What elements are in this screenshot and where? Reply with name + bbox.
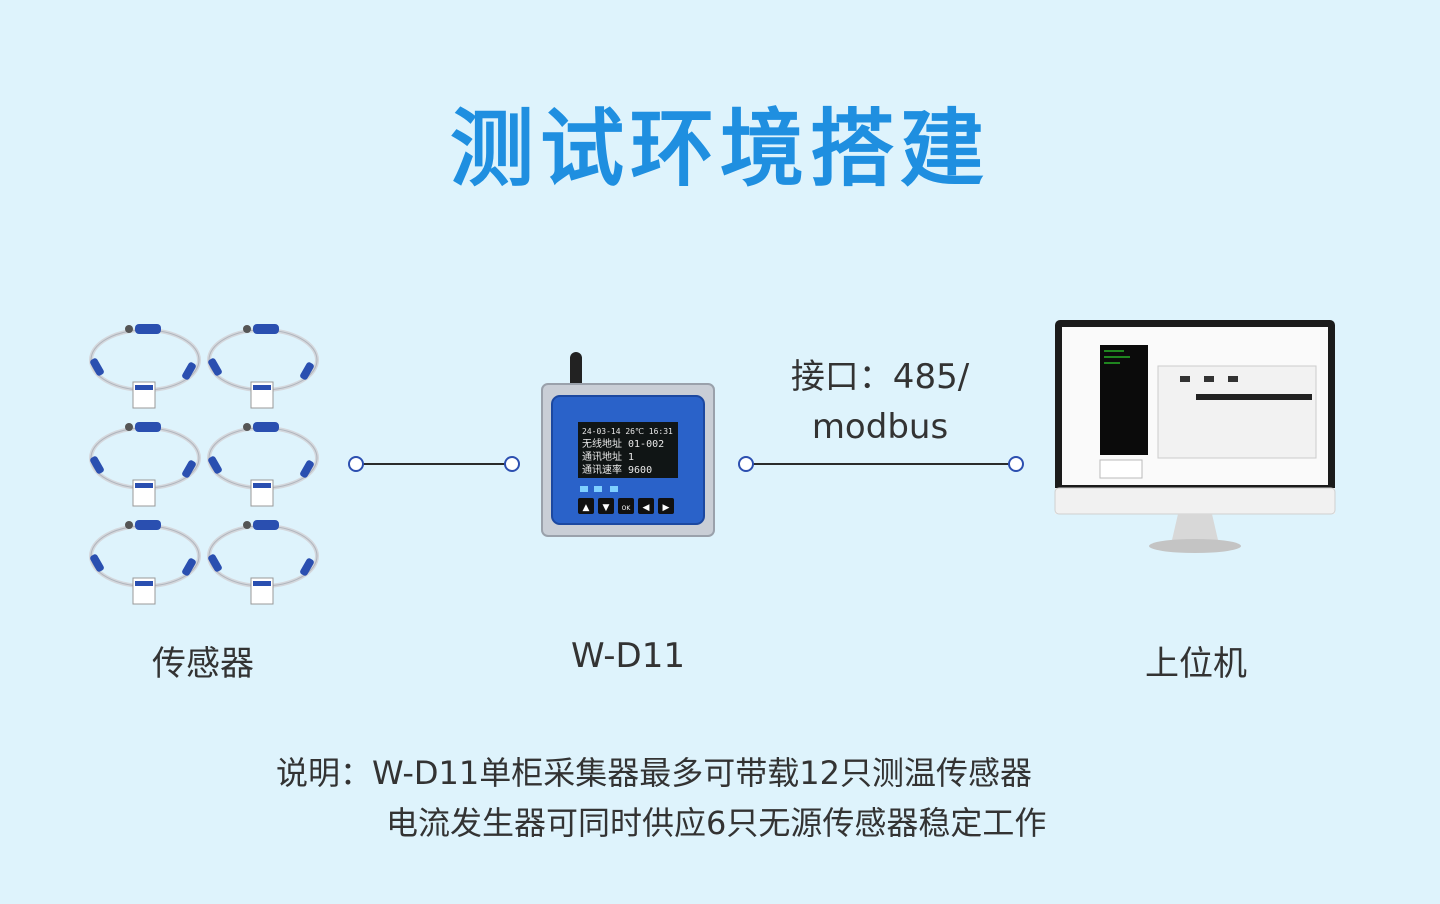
screen-line-1: 无线地址 01-002 [582, 437, 664, 450]
antenna-icon [570, 352, 582, 392]
svg-text:▶: ▶ [663, 503, 670, 513]
device-button-row: ▲ ▼ OK ◀ ▶ [578, 498, 674, 514]
sensor-group [89, 324, 319, 605]
sensor-icon [207, 324, 319, 409]
sensor-label: 传感器 [152, 644, 254, 684]
description-note: 说明：W-D11单柜采集器最多可带载12只测温传感器 电流发生器可同时供应6只无… [276, 748, 1046, 848]
page-title: 测试环境搭建 [449, 100, 990, 198]
collector-label: W-D11 [571, 636, 685, 676]
svg-text:◀: ◀ [643, 503, 650, 513]
connector-collector-pc [738, 456, 1024, 472]
svg-text:OK: OK [622, 505, 632, 512]
note-line-2: 电流发生器可同时供应6只无源传感器稳定工作 [386, 804, 1047, 842]
sensor-icon [89, 520, 201, 605]
interface-line-2: modbus [811, 407, 949, 447]
svg-text:▲: ▲ [583, 503, 590, 513]
connector-sensor-collector [348, 456, 520, 472]
sensor-icon [89, 324, 201, 409]
pc-label: 上位机 [1145, 644, 1247, 684]
device-screen [578, 422, 678, 478]
svg-text:▼: ▼ [603, 503, 610, 513]
device-button: ▲ [578, 498, 594, 514]
sensor-icon [207, 520, 319, 605]
collector-device: 24-03-14 26℃ 16:31 无线地址 01-002 通讯地址 1 通讯… [541, 352, 715, 537]
screen-line-3: 通讯速率 9600 [582, 463, 652, 476]
note-line-1: 说明：W-D11单柜采集器最多可带载12只测温传感器 [276, 754, 1032, 792]
interface-label: 接口：485/ modbus [760, 352, 1000, 452]
interface-line-1: 接口：485/ [790, 357, 970, 397]
device-button: OK [618, 498, 634, 514]
sensor-icon [207, 422, 319, 507]
device-button: ▶ [658, 498, 674, 514]
screen-line-2: 通讯地址 1 [582, 450, 634, 463]
device-button: ◀ [638, 498, 654, 514]
sensor-icon [89, 422, 201, 507]
device-button: ▼ [598, 498, 614, 514]
screen-line-0: 24-03-14 26℃ 16:31 [582, 427, 673, 436]
pc-monitor [1054, 320, 1336, 553]
